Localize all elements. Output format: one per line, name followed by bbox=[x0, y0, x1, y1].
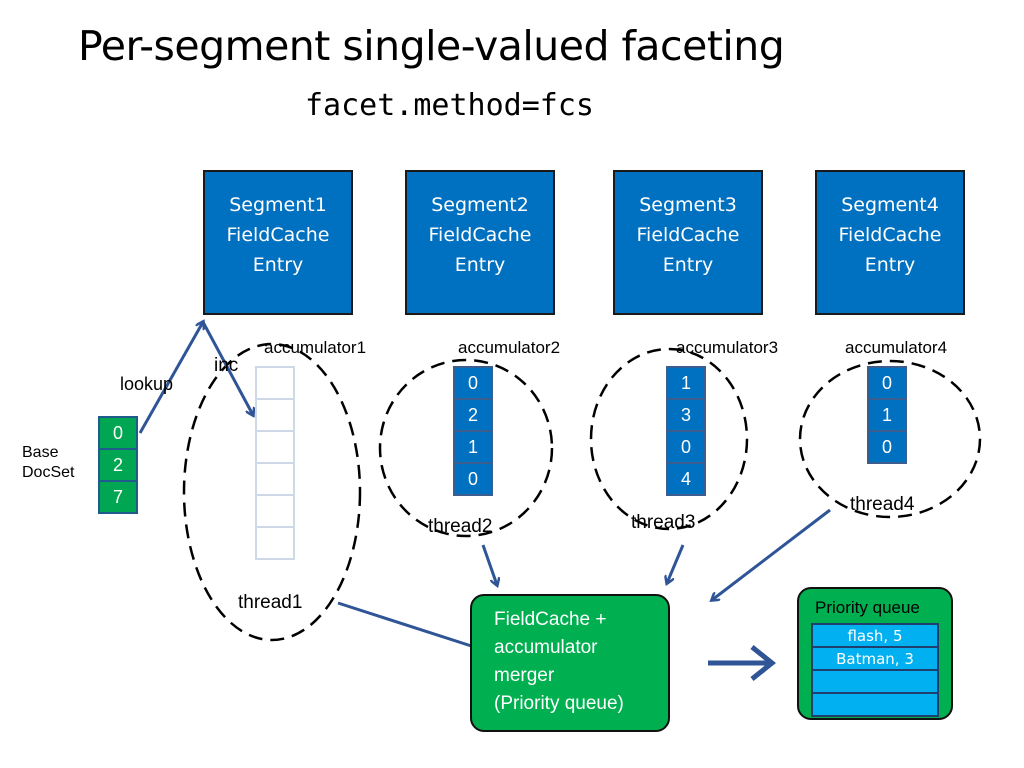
segment1-box: Segment1 FieldCache Entry bbox=[203, 170, 353, 315]
thread4-ellipse bbox=[798, 359, 982, 519]
accumulator2-cell: 0 bbox=[453, 462, 493, 496]
accumulator2-cell: 2 bbox=[453, 398, 493, 432]
accumulator1-cell: 0 bbox=[255, 366, 295, 400]
accumulator1-cell: 0 bbox=[255, 462, 295, 496]
segment4-box: Segment4 FieldCache Entry bbox=[815, 170, 965, 315]
thread4-label: thread4 bbox=[850, 494, 915, 515]
accumulator4-cells: 0 1 0 bbox=[867, 366, 907, 464]
accumulator1-cell: 3 bbox=[255, 398, 295, 432]
merger-to-queue-arrow bbox=[708, 645, 777, 681]
priority-queue-title: Priority queue bbox=[815, 598, 920, 617]
accumulator1-cell: 1 bbox=[255, 494, 295, 528]
accumulator3-cells: 1 3 0 4 bbox=[666, 366, 706, 496]
thread1-label: thread1 bbox=[238, 592, 303, 613]
thread3-label: thread3 bbox=[631, 512, 696, 533]
priority-queue-box: Priority queue flash, 5 Batman, 3 bbox=[797, 587, 953, 720]
accumulator2-cell: 0 bbox=[453, 366, 493, 400]
accumulator1-cell: 5 bbox=[255, 430, 295, 464]
thread1-ellipse bbox=[182, 342, 362, 642]
inc-arrow bbox=[201, 321, 253, 415]
slide-subtitle: facet.method=fcs bbox=[305, 88, 594, 123]
base-docset-cell: 0 bbox=[98, 416, 138, 450]
accumulator1-label: accumulator1 bbox=[264, 338, 367, 357]
accumulator3-cell: 0 bbox=[666, 430, 706, 464]
accumulator4-cell: 1 bbox=[867, 398, 907, 432]
priority-queue-row: Batman, 3 bbox=[811, 646, 939, 671]
base-docset-label: Base DocSet bbox=[22, 444, 75, 481]
thread3-to-merger-arrow bbox=[667, 544, 685, 583]
lookup-label: lookup bbox=[120, 374, 174, 394]
accumulator2-cells: 0 2 1 0 bbox=[453, 366, 493, 496]
thread3-ellipse bbox=[589, 347, 749, 531]
priority-queue-row: flash, 5 bbox=[811, 623, 939, 648]
thread2-label: thread2 bbox=[428, 516, 493, 537]
segment3-label: Segment3 FieldCache Entry bbox=[636, 193, 740, 276]
accumulator4-cell: 0 bbox=[867, 430, 907, 464]
base-docset-cell: 7 bbox=[98, 480, 138, 514]
inc-label: inc bbox=[214, 355, 239, 376]
accumulator1-cells: 0 3 5 0 1 2 bbox=[255, 366, 295, 560]
thread2-to-merger-arrow bbox=[481, 544, 497, 585]
merger-label: FieldCache + accumulator merger (Priorit… bbox=[494, 609, 624, 714]
thread1-to-merger-arrow bbox=[337, 601, 490, 652]
priority-queue-rows: flash, 5 Batman, 3 bbox=[811, 623, 939, 717]
base-docset-cells: 0 2 7 bbox=[98, 416, 138, 514]
segment1-label: Segment1 FieldCache Entry bbox=[226, 193, 330, 276]
segment3-box: Segment3 FieldCache Entry bbox=[613, 170, 763, 315]
accumulator2-label: accumulator2 bbox=[458, 338, 561, 357]
accumulator3-cell: 3 bbox=[666, 398, 706, 432]
lookup-arrow bbox=[138, 322, 203, 434]
accumulator4-cell: 0 bbox=[867, 366, 907, 400]
accumulator3-cell: 1 bbox=[666, 366, 706, 400]
thread2-ellipse bbox=[378, 358, 554, 538]
slide-title: Per-segment single-valued faceting bbox=[78, 22, 785, 70]
thread4-to-merger-arrow bbox=[712, 508, 831, 600]
priority-queue-row bbox=[811, 669, 939, 694]
segment2-box: Segment2 FieldCache Entry bbox=[405, 170, 555, 315]
segment2-label: Segment2 FieldCache Entry bbox=[428, 193, 532, 276]
merger-box: FieldCache + accumulator merger (Priorit… bbox=[470, 594, 670, 732]
accumulator1-cell: 2 bbox=[255, 526, 295, 560]
accumulator4-label: accumulator4 bbox=[845, 338, 948, 357]
accumulator3-cell: 4 bbox=[666, 462, 706, 496]
accumulator2-cell: 1 bbox=[453, 430, 493, 464]
accumulator3-label: accumulator3 bbox=[676, 338, 779, 357]
priority-queue-row bbox=[811, 692, 939, 717]
base-docset-cell: 2 bbox=[98, 448, 138, 482]
segment4-label: Segment4 FieldCache Entry bbox=[838, 193, 942, 276]
